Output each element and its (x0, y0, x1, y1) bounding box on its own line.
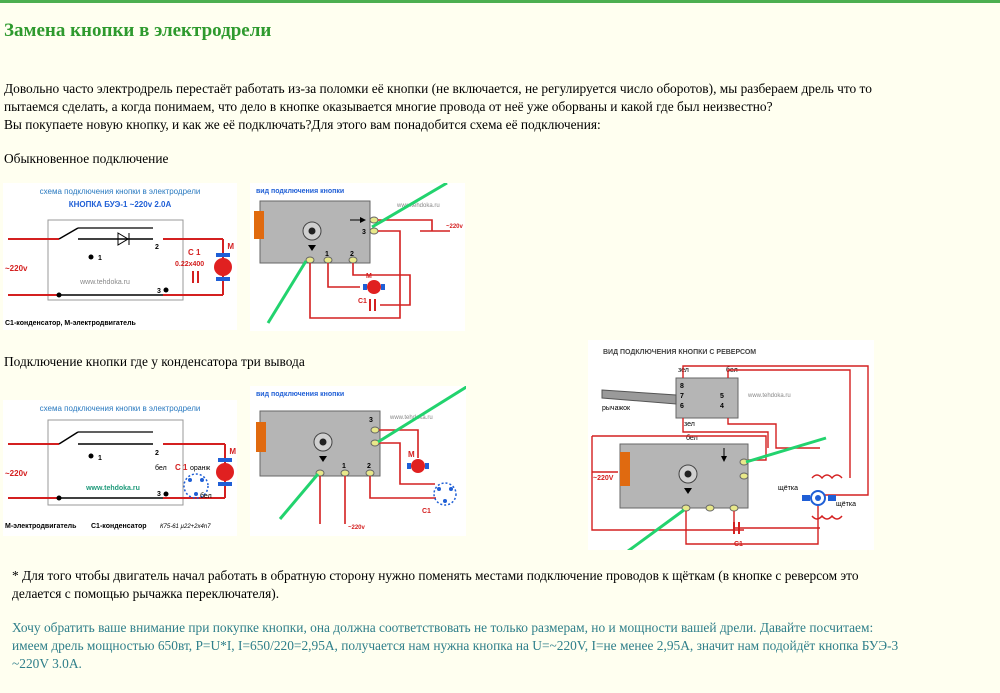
wiring-title: вид подключения кнопки (256, 391, 344, 398)
terminal-1: 1 (98, 455, 102, 462)
caption-motor: М-электродвигатель (5, 523, 77, 530)
terminal-3: 3 (369, 417, 373, 424)
site-watermark: www.tehdoka.ru (747, 393, 791, 399)
site-watermark: www.tehdoka.ru (85, 485, 140, 492)
terminal-8: 8 (680, 383, 684, 390)
site-watermark: www.tehdoka.ru (79, 279, 130, 286)
terminal-6: 6 (680, 403, 684, 410)
wire-orange: оранж (190, 465, 211, 472)
voltage-label: ~220v (348, 525, 366, 531)
motor-label: M (408, 450, 415, 459)
voltage-label: ~220V (593, 475, 614, 482)
intro-line-3: Вы покупаете новую кнопку, и как же её п… (4, 117, 601, 132)
section-heading-standard: Обыкновенное подключение (4, 151, 169, 166)
terminal-7: 7 (680, 393, 684, 400)
wire-white-1: бел (155, 464, 167, 472)
lever-label: рычажок (602, 405, 631, 412)
brush-label-1: щётка (778, 485, 798, 492)
terminal-2: 2 (350, 251, 354, 258)
caption-cap: С1-конденсатор (91, 523, 147, 530)
site-watermark: www.tehdoka.ru (396, 203, 440, 209)
cap-label: C1 (734, 541, 743, 548)
terminal-1: 1 (98, 255, 102, 262)
terminal-2: 2 (367, 463, 371, 470)
top-border (0, 0, 1000, 3)
terminal-4: 4 (720, 403, 724, 410)
cap-label: C1 (422, 508, 431, 515)
terminal-2: 2 (155, 244, 159, 251)
terminal-1: 1 (342, 463, 346, 470)
wiring-view-reverse: ВИД ПОДКЛЮЧЕНИЯ КНОПКИ С РЕВЕРСОМ рычажо… (588, 340, 874, 550)
cap-label: C1 (358, 298, 367, 305)
schematic-standard: схема подключения кнопки в электродрели … (3, 183, 237, 330)
page-title: Замена кнопки в электродрели (4, 20, 272, 41)
section-heading-three-pin: Подключение кнопки где у конденсатора тр… (4, 354, 305, 369)
footer-line-3: ~220V 3.0A. (12, 656, 82, 671)
wire-white-2: бел (200, 492, 212, 500)
schematic-title: схема подключения кнопки в электродрели (40, 404, 201, 413)
terminal-3: 3 (157, 288, 161, 295)
voltage-label: ~220v (5, 469, 28, 478)
motor-label: M (229, 447, 236, 456)
schematic-caption: С1-конденсатор, М-электродвигатель (5, 320, 137, 327)
schematic-title: схема подключения кнопки в электродрели (40, 187, 201, 196)
voltage-label: ~220v (446, 224, 464, 230)
wiring-view-three-pin: вид подключения кнопки www.tehdoka.ru 3 … (250, 386, 466, 536)
terminal-3: 3 (157, 491, 161, 498)
intro-line-1: Довольно часто электродрель перестаёт ра… (4, 81, 872, 96)
footer-line-2: имеем дрель мощностью 650вт, P=U*I, I=65… (12, 638, 899, 653)
schematic-subtitle: КНОПКА БУЭ-1 ~220v 2.0A (69, 200, 172, 209)
brush-label-2: щётка (836, 501, 856, 508)
cap-label: C 1 (188, 248, 201, 257)
schematic-three-pin: схема подключения кнопки в электродрели … (3, 400, 237, 536)
site-watermark: www.tehdoka.ru (389, 415, 433, 421)
terminal-3: 3 (362, 229, 366, 236)
intro-line-2: пытаемся сделать, а когда понимаем, что … (4, 99, 773, 114)
note-line-2: делается с помощью рычажка переключателя… (12, 586, 280, 601)
footer-line-1: Хочу обратить ваше внимание при покупке … (12, 620, 874, 635)
note-line-1: * Для того чтобы двигатель начал работат… (12, 568, 859, 583)
wire-white-mid: бел (686, 434, 698, 442)
terminal-1: 1 (325, 251, 329, 258)
wiring-view-standard: вид подключения кнопки www.tehdoka.ru 3 … (250, 183, 465, 331)
wiring-title: вид подключения кнопки (256, 188, 344, 195)
caption-cap-model: К75-61 µ22+2х4n7 (160, 524, 211, 530)
voltage-label: ~220v (5, 264, 28, 273)
motor-label: M (366, 273, 372, 280)
cap-label: C 1 (175, 463, 188, 472)
reverse-title: ВИД ПОДКЛЮЧЕНИЯ КНОПКИ С РЕВЕРСОМ (603, 349, 756, 356)
cap-value: 0.22x400 (175, 261, 204, 268)
terminal-5: 5 (720, 393, 724, 400)
wire-green-mid: зел (684, 421, 695, 428)
terminal-2: 2 (155, 450, 159, 457)
motor-label: M (227, 242, 234, 251)
